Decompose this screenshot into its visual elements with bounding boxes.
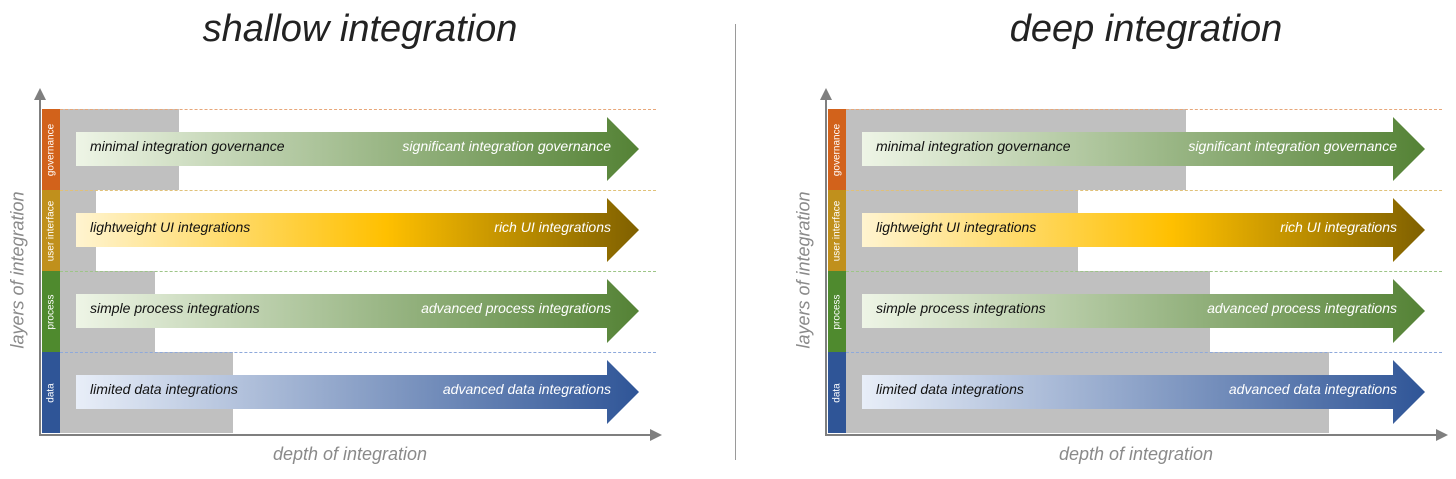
arrow-user-interface: lightweight UI integrations rich UI inte… bbox=[862, 198, 1425, 262]
y-axis-line bbox=[39, 98, 41, 435]
layer-band-user-interface: user interface bbox=[828, 190, 846, 271]
x-axis-arrowhead bbox=[1436, 429, 1448, 441]
arrow-start-label: minimal integration governance bbox=[876, 138, 1071, 154]
arrow-start-label: simple process integrations bbox=[876, 300, 1046, 316]
layer-band-data: data bbox=[828, 352, 846, 433]
arrow-user-interface: lightweight UI integrations rich UI inte… bbox=[76, 198, 639, 262]
arrow-body bbox=[76, 360, 639, 424]
layer-divider-governance bbox=[60, 109, 656, 110]
layer-band-governance: governance bbox=[42, 109, 60, 190]
layer-divider-process bbox=[846, 271, 1442, 272]
arrow-body bbox=[76, 279, 639, 343]
arrow-end-label: significant integration governance bbox=[1188, 138, 1397, 154]
y-axis-line bbox=[825, 98, 827, 435]
layer-divider-user-interface bbox=[846, 190, 1442, 191]
arrow-data: limited data integrations advanced data … bbox=[76, 360, 639, 424]
arrow-end-label: advanced process integrations bbox=[421, 300, 611, 316]
arrow-body bbox=[76, 198, 639, 262]
arrow-end-label: advanced process integrations bbox=[1207, 300, 1397, 316]
arrow-end-label: significant integration governance bbox=[402, 138, 611, 154]
arrow-start-label: lightweight UI integrations bbox=[90, 219, 251, 235]
layer-band-user-interface: user interface bbox=[42, 190, 60, 271]
arrow-end-label: rich UI integrations bbox=[494, 219, 611, 235]
x-axis-line bbox=[39, 434, 651, 436]
y-axis-arrowhead bbox=[34, 88, 46, 100]
layer-band-process: process bbox=[828, 271, 846, 352]
layer-band-data: data bbox=[42, 352, 60, 433]
arrow-process: simple process integrations advanced pro… bbox=[862, 279, 1425, 343]
arrow-process: simple process integrations advanced pro… bbox=[76, 279, 639, 343]
layer-divider-user-interface bbox=[60, 190, 656, 191]
arrow-body bbox=[862, 279, 1425, 343]
arrow-start-label: limited data integrations bbox=[876, 381, 1024, 397]
layer-divider-data bbox=[60, 352, 656, 353]
arrow-governance: minimal integration governance significa… bbox=[76, 117, 639, 181]
panel-deep: deep integration layers of integration g… bbox=[786, 0, 1456, 479]
arrow-end-label: advanced data integrations bbox=[442, 381, 611, 397]
arrow-body bbox=[76, 117, 639, 181]
arrow-shape bbox=[862, 117, 1425, 181]
panel-shallow: shallow integration layers of integratio… bbox=[0, 0, 700, 479]
x-axis-label: depth of integration bbox=[1058, 444, 1214, 464]
arrow-end-label: advanced data integrations bbox=[1228, 381, 1397, 397]
arrow-body bbox=[862, 360, 1425, 424]
arrow-body bbox=[862, 117, 1425, 181]
y-axis-arrowhead bbox=[820, 88, 832, 100]
x-axis-arrowhead bbox=[650, 429, 662, 441]
x-axis-line bbox=[825, 434, 1437, 436]
layer-divider-data bbox=[846, 352, 1442, 353]
panel-title: deep integration bbox=[1009, 8, 1283, 50]
panel-title: shallow integration bbox=[202, 8, 518, 50]
arrow-end-label: rich UI integrations bbox=[1280, 219, 1397, 235]
arrow-shape bbox=[862, 279, 1425, 343]
arrow-governance: minimal integration governance significa… bbox=[862, 117, 1425, 181]
arrow-shape bbox=[76, 198, 639, 262]
arrow-start-label: minimal integration governance bbox=[90, 138, 285, 154]
layer-band-process: process bbox=[42, 271, 60, 352]
arrow-shape bbox=[862, 360, 1425, 424]
arrow-shape bbox=[862, 198, 1425, 262]
layer-band-governance: governance bbox=[828, 109, 846, 190]
arrow-start-label: lightweight UI integrations bbox=[876, 219, 1037, 235]
arrow-start-label: simple process integrations bbox=[90, 300, 260, 316]
arrow-start-label: limited data integrations bbox=[90, 381, 238, 397]
x-axis-label: depth of integration bbox=[272, 444, 428, 464]
panel-divider bbox=[735, 24, 736, 460]
arrow-shape bbox=[76, 360, 639, 424]
arrow-data: limited data integrations advanced data … bbox=[862, 360, 1425, 424]
layer-divider-governance bbox=[846, 109, 1442, 110]
arrow-shape bbox=[76, 279, 639, 343]
arrow-body bbox=[862, 198, 1425, 262]
arrow-shape bbox=[76, 117, 639, 181]
layer-divider-process bbox=[60, 271, 656, 272]
